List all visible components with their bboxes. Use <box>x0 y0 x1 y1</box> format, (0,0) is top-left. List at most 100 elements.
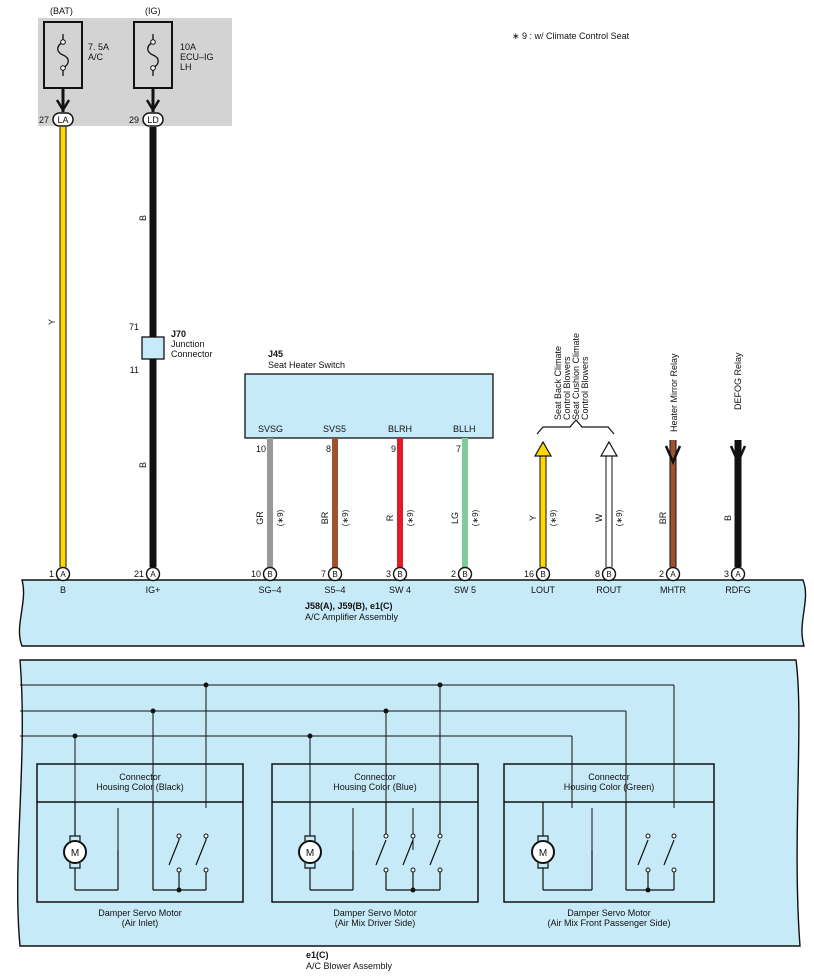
switch-pin-9: 9 <box>391 444 396 454</box>
junction-name-2: Connector <box>171 349 213 359</box>
fuse-ecu-side: LH <box>180 62 192 72</box>
amp-pin-rout: B 8 ROUT <box>595 566 622 595</box>
svg-text:B: B <box>462 570 467 579</box>
svg-text:B: B <box>397 570 402 579</box>
svg-text:A: A <box>150 570 156 579</box>
amp-pin-rdfg: A 3 RDFG <box>724 566 751 595</box>
svg-text:8: 8 <box>595 569 600 579</box>
svg-text:B: B <box>267 570 272 579</box>
term-svs5: SVS5 <box>323 424 346 434</box>
ac-blower-panel <box>17 659 801 947</box>
motor-symbol: M <box>71 848 79 859</box>
blower-id: e1(C) <box>306 950 329 960</box>
svg-text:B: B <box>332 570 337 579</box>
amp-pin-mhtr: A 2 MHTR <box>659 566 686 595</box>
svg-text:Control Blowers: Control Blowers <box>562 356 572 420</box>
arrow-up-icon <box>533 440 553 457</box>
pin-27: 27 <box>39 115 49 125</box>
svg-text:LD: LD <box>147 115 159 125</box>
svg-text:21: 21 <box>134 569 144 579</box>
wire-label-br-mhtr: BR <box>658 511 668 524</box>
seat-switch-name: Seat Heater Switch <box>268 360 345 370</box>
wire-label-lg: LG <box>450 512 460 524</box>
arrow-down-icon <box>664 445 682 466</box>
svg-text:A: A <box>735 570 741 579</box>
climate-seat-note: ∗ 9 : w/ Climate Control Seat <box>512 31 630 41</box>
svg-text:LA: LA <box>57 115 68 125</box>
svg-text:1: 1 <box>49 569 54 579</box>
svg-text:ROUT: ROUT <box>596 585 622 595</box>
relay-defog: DEFOG Relay <box>733 352 743 410</box>
connector-la: LA <box>52 112 74 127</box>
junction-id: J70 <box>171 329 186 339</box>
svg-text:MHTR: MHTR <box>660 585 686 595</box>
motor-1-name: Damper Servo Motor <box>98 908 182 918</box>
motor-symbol: M <box>306 848 314 859</box>
note-tag-lout: (∗9) <box>549 509 558 526</box>
wire-label-b-upper: B <box>138 215 148 221</box>
arrow-down-icon <box>729 445 747 466</box>
relay-heater-mirror: Heater Mirror Relay <box>669 353 679 432</box>
servo-motor-air-inlet: M <box>36 763 244 903</box>
pin-29: 29 <box>129 115 139 125</box>
amp-pin-ig: A 21 IG+ <box>134 566 161 595</box>
wire-label-r: R <box>385 514 395 521</box>
motor-2-location: (Air Mix Driver Side) <box>335 918 416 928</box>
blower-name: A/C Blower Assembly <box>306 961 393 971</box>
svg-text:IG+: IG+ <box>146 585 161 595</box>
motor-3-housing-color: Housing Color (Green) <box>564 782 655 792</box>
note-tag-blrh: (∗9) <box>406 509 415 526</box>
wire-label-b-rdfg: B <box>723 515 733 521</box>
junction-name-1: Junction <box>171 339 205 349</box>
switch-pin-7: 7 <box>456 444 461 454</box>
motor-1-housing-color: Housing Color (Black) <box>96 782 184 792</box>
arrow-down-icon <box>55 99 71 113</box>
wire-label-br: BR <box>320 511 330 524</box>
bus-lines <box>20 684 675 850</box>
svg-text:2: 2 <box>659 569 664 579</box>
servo-motor-air-mix-passenger: M <box>503 763 715 903</box>
amplifier-name: A/C Amplifier Assembly <box>305 612 399 622</box>
svg-text:RDFG: RDFG <box>725 585 751 595</box>
junction-pin-71: 71 <box>129 322 139 332</box>
arrow-up-icon <box>599 440 619 457</box>
note-tag-svsg: (∗9) <box>276 509 285 526</box>
ac-amplifier-panel <box>18 579 807 647</box>
svg-text:7: 7 <box>321 569 326 579</box>
amp-pin-sg4: B 10 SG–4 <box>251 566 282 595</box>
fuse-ecu-rating: 10A <box>180 42 196 52</box>
svg-text:Seat Back Climate: Seat Back Climate <box>553 346 563 420</box>
bus-junctions <box>72 682 443 739</box>
note-tag-rout: (∗9) <box>615 509 624 526</box>
fuse-source-bat: (BAT) <box>50 6 73 16</box>
amp-pin-b: A 1 B <box>49 566 71 595</box>
motor-symbol: M <box>539 848 547 859</box>
motor-3-name: Damper Servo Motor <box>567 908 651 918</box>
motor-1-location: (Air Inlet) <box>122 918 159 928</box>
motor-3-location: (Air Mix Front Passenger Side) <box>547 918 670 928</box>
motor-2-conn-label: Connector <box>354 772 396 782</box>
wire-label-y: Y <box>47 319 57 325</box>
junction-connector-j70 <box>141 336 165 360</box>
svg-text:B: B <box>540 570 545 579</box>
svg-text:LOUT: LOUT <box>531 585 556 595</box>
amp-pin-sw4: B 3 SW 4 <box>386 566 411 595</box>
amp-pin-lout: B 16 LOUT <box>524 566 556 595</box>
arrow-down-icon <box>145 99 161 113</box>
term-blrh: BLRH <box>388 424 412 434</box>
amp-pin-s54: B 7 S5–4 <box>321 566 346 595</box>
motor-1-conn-label: Connector <box>119 772 161 782</box>
servo-motor-air-mix-driver: M <box>271 763 479 903</box>
fuse-ecu-name: ECU–IG <box>180 52 214 62</box>
brace-icon <box>536 419 615 435</box>
fuse-ac-rating: 7. 5A <box>88 42 109 52</box>
amplifier-id: J58(A), J59(B), e1(C) <box>305 601 393 611</box>
switch-pin-8: 8 <box>326 444 331 454</box>
connector-ld: LD <box>142 112 164 127</box>
seat-heater-switch-box <box>244 373 494 439</box>
svg-text:B: B <box>606 570 611 579</box>
note-tag-bllh: (∗9) <box>471 509 480 526</box>
junction-pin-11: 11 <box>130 365 139 375</box>
svg-text:SG–4: SG–4 <box>258 585 281 595</box>
